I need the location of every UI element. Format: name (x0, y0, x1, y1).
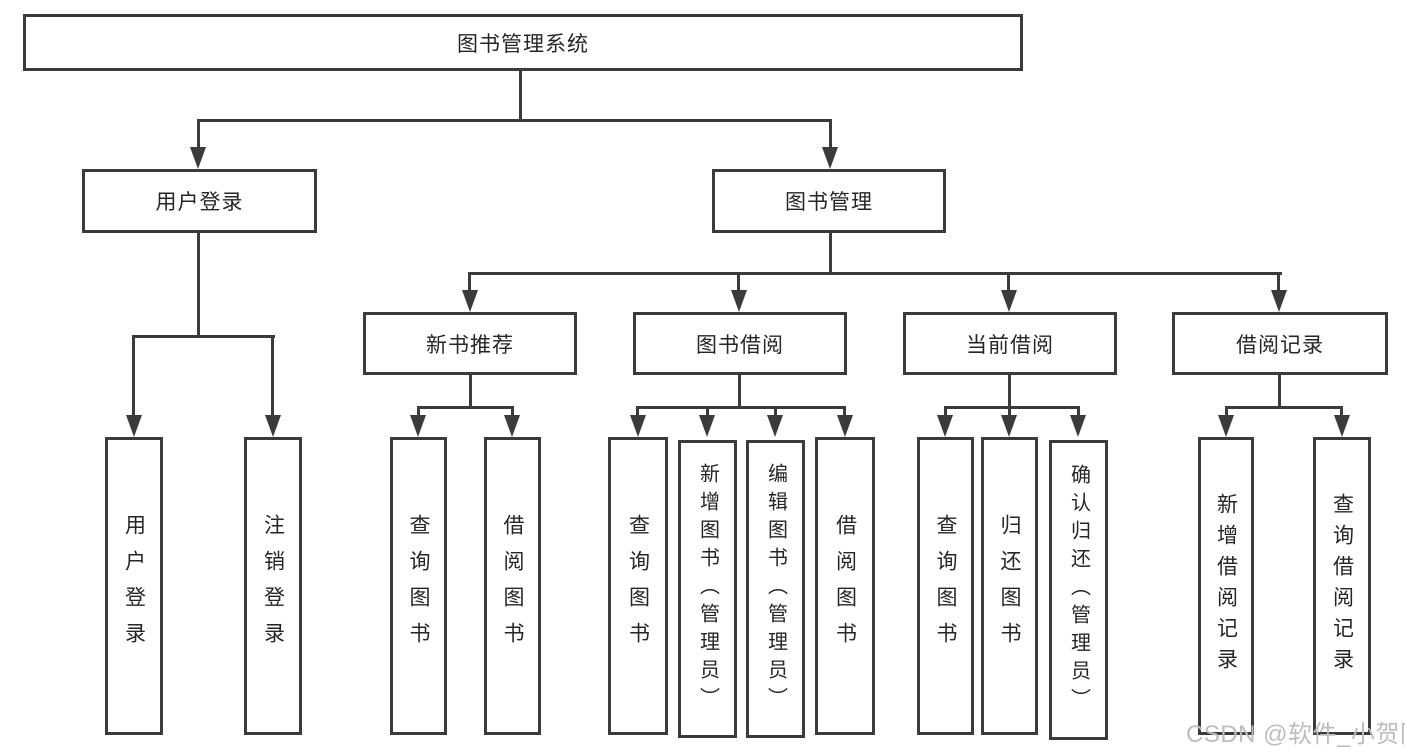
node-borrow-records: 借阅记录 (1172, 312, 1388, 375)
connector-drop (197, 119, 200, 149)
connector-rail (636, 406, 846, 409)
arrow-down-icon (699, 415, 715, 437)
arrow-down-icon (937, 415, 953, 437)
connector-trunk (829, 233, 832, 274)
connector-drop (1007, 272, 1010, 292)
arrow-down-icon (767, 415, 783, 437)
connector-trunk (1008, 375, 1011, 408)
node-current-borrow: 当前借阅 (903, 312, 1117, 375)
connector-drop (737, 272, 740, 292)
leaf-query-books: 查询图书 (917, 437, 974, 735)
connector-drop (636, 406, 639, 417)
connector-drop (511, 406, 514, 417)
connector-root-trunk (519, 71, 522, 121)
leaf-query-borrow-record: 查询借阅记录 (1313, 437, 1371, 735)
connector-drop (829, 119, 832, 149)
connector-level3-rail (468, 272, 1282, 275)
connector-trunk (197, 233, 200, 337)
connector-drop (706, 406, 709, 417)
leaf-add-book-admin: 新增图书（管理员） (678, 440, 737, 738)
connector-drop (944, 406, 947, 417)
arrow-down-icon (190, 147, 206, 169)
connector-drop (271, 335, 274, 416)
node-book-management: 图书管理 (712, 169, 946, 233)
connector-drop (1008, 406, 1011, 417)
node-book-borrow: 图书借阅 (633, 312, 847, 375)
arrow-down-icon (1271, 290, 1287, 312)
connector-rail (1225, 406, 1343, 409)
node-user-login: 用户登录 (82, 169, 317, 233)
connector-drop (1277, 272, 1280, 292)
connector-rail (417, 406, 514, 409)
connector-rail (944, 406, 1080, 409)
connector-drop (1077, 406, 1080, 417)
leaf-logout: 注销登录 (244, 437, 302, 735)
arrow-down-icon (630, 415, 646, 437)
arrow-down-icon (265, 415, 281, 437)
arrow-down-icon (1001, 415, 1017, 437)
connector-drop (1225, 406, 1228, 417)
connector-drop (843, 406, 846, 417)
connector-drop (468, 272, 471, 292)
node-new-book-recommend: 新书推荐 (363, 312, 577, 375)
leaf-confirm-return-admin: 确认归还（管理员） (1049, 440, 1108, 740)
leaf-return-book: 归还图书 (981, 437, 1038, 735)
leaf-user-login: 用户登录 (105, 437, 163, 735)
arrow-down-icon (410, 415, 426, 437)
arrow-down-icon (731, 290, 747, 312)
arrow-down-icon (504, 415, 520, 437)
arrow-down-icon (1218, 415, 1234, 437)
arrow-down-icon (462, 290, 478, 312)
arrow-down-icon (1001, 290, 1017, 312)
connector-drop (1340, 406, 1343, 417)
leaf-add-borrow-record: 新增借阅记录 (1198, 437, 1254, 735)
arrow-down-icon (126, 415, 142, 437)
connector-rail (132, 335, 275, 338)
connector-drop (132, 335, 135, 416)
leaf-edit-book-admin: 编辑图书（管理员） (746, 440, 805, 738)
csdn-watermark: CSDN @软件_小贺同学 (1186, 721, 1405, 747)
connector-trunk (738, 375, 741, 408)
arrow-down-icon (822, 147, 838, 169)
connector-drop (417, 406, 420, 417)
connector-drop (774, 406, 777, 417)
leaf-query-books: 查询图书 (608, 437, 668, 735)
connector-level2-rail (197, 119, 832, 122)
connector-trunk (1278, 375, 1281, 408)
leaf-borrow-books: 借阅图书 (484, 437, 541, 735)
node-library-management-system: 图书管理系统 (23, 14, 1023, 71)
arrow-down-icon (1070, 415, 1086, 437)
leaf-borrow-books: 借阅图书 (815, 437, 875, 735)
arrow-down-icon (837, 415, 853, 437)
connector-trunk (469, 375, 472, 408)
arrow-down-icon (1334, 415, 1350, 437)
leaf-query-books: 查询图书 (390, 437, 447, 735)
